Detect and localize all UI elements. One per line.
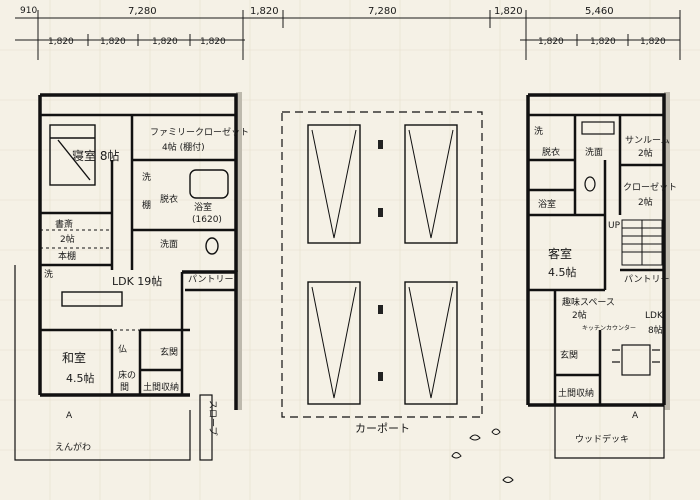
slope-outline bbox=[199, 394, 213, 461]
r-room-ldk: LDK bbox=[645, 311, 664, 321]
right-plan-interior-walls bbox=[528, 113, 664, 405]
room-bedroom: 寝室 8帖 bbox=[72, 148, 119, 163]
room-ldk: LDK 19帖 bbox=[112, 275, 162, 288]
room-washroom: 洗面 bbox=[160, 238, 178, 250]
room-study: 書斎 bbox=[55, 218, 73, 230]
wood-deck-outline bbox=[554, 405, 665, 459]
doodles bbox=[451, 428, 514, 483]
label-carport: カーポート bbox=[355, 422, 410, 435]
room-family-closet: ファミリークローゼット bbox=[150, 126, 249, 138]
engawa-outline bbox=[14, 265, 191, 461]
room-butsudan: 仏 bbox=[118, 344, 127, 355]
room-family-closet-size: 4帖 (棚付) bbox=[162, 141, 205, 153]
r-room-closet: クローゼット bbox=[623, 181, 677, 193]
room-study-size: 2帖 bbox=[60, 233, 75, 245]
bed-furniture bbox=[49, 124, 96, 186]
dim-sub-left-3: 1,820 bbox=[152, 37, 178, 47]
dim-sub-right-1: 1,820 bbox=[538, 37, 564, 47]
room-doma-storage: 土間収納 bbox=[143, 381, 179, 393]
r-label-up: UP bbox=[608, 221, 621, 231]
r-room-doma: 土間収納 bbox=[558, 387, 594, 399]
room-dressing: 脱衣 bbox=[160, 193, 178, 205]
r-room-hobby-size: 2帖 bbox=[572, 309, 587, 321]
room-wash-corner: 洗 bbox=[44, 268, 53, 280]
toilet-right bbox=[584, 176, 596, 192]
right-plan: 洗 脱衣 洗面 サンルーム 2帖 クローゼット 2帖 浴室 UP 客室 4.5帖… bbox=[526, 92, 677, 459]
r-room-guest-size: 4.5帖 bbox=[548, 266, 577, 279]
kitchen-island bbox=[61, 291, 123, 307]
r-room-closet-size: 2帖 bbox=[638, 196, 653, 208]
dim-sub-left-2: 1,820 bbox=[100, 37, 126, 47]
room-tokonoma: 床の bbox=[118, 369, 136, 381]
left-plan-shadow bbox=[236, 92, 242, 410]
r-room-guest: 客室 bbox=[548, 246, 572, 261]
dimension-labels: 910 7,280 1,820 7,280 1,820 5,460 1,820 … bbox=[20, 6, 666, 47]
r-room-sunroom-size: 2帖 bbox=[638, 147, 653, 159]
room-bath-size: (1620) bbox=[192, 215, 222, 225]
section-marker-a-right: A bbox=[632, 411, 639, 421]
dim-label-1820-mid-right: 1,820 bbox=[494, 6, 523, 17]
left-plan-interior-walls bbox=[40, 113, 236, 395]
r-room-washroom: 洗面 bbox=[585, 146, 603, 158]
room-bookshelf: 本棚 bbox=[58, 250, 76, 262]
r-room-pantry: パントリー bbox=[624, 274, 669, 285]
dim-sub-right-3: 1,820 bbox=[640, 37, 666, 47]
carport: カーポート bbox=[281, 111, 483, 435]
room-washitsu: 和室 bbox=[62, 350, 86, 365]
bathtub bbox=[189, 169, 229, 199]
r-label-counter: キッチンカウンター bbox=[582, 324, 636, 332]
r-room-bath: 浴室 bbox=[538, 198, 556, 210]
room-bath: 浴室 bbox=[194, 201, 212, 213]
toilet bbox=[205, 237, 219, 255]
dim-label-7280-left: 7,280 bbox=[128, 6, 157, 17]
r-room-ldk-size: 8帖 bbox=[648, 324, 663, 336]
room-entrance: 玄関 bbox=[160, 346, 178, 358]
room-washitsu-size: 4.5帖 bbox=[66, 372, 95, 385]
carport-outline bbox=[281, 111, 483, 418]
dining-table bbox=[612, 344, 660, 376]
dimension-lines bbox=[15, 10, 681, 60]
right-plan-shadow bbox=[664, 92, 670, 410]
room-tokonoma-2: 間 bbox=[120, 382, 129, 393]
dim-label-910: 910 bbox=[20, 6, 37, 16]
staircase bbox=[621, 219, 663, 266]
r-room-dressing: 脱衣 bbox=[542, 146, 560, 158]
r-room-wash-mark: 洗 bbox=[534, 125, 543, 137]
room-shelf: 棚 bbox=[142, 199, 151, 211]
room-wash-mark: 洗 bbox=[142, 171, 151, 183]
room-pantry: パントリー bbox=[188, 274, 233, 285]
section-marker-a-left: A bbox=[66, 411, 73, 421]
parking-arrows bbox=[311, 129, 454, 399]
wash-counter bbox=[581, 121, 615, 135]
right-plan-walls bbox=[526, 93, 666, 407]
dim-label-5460: 5,460 bbox=[585, 6, 614, 17]
r-room-sunroom: サンルーム bbox=[625, 135, 670, 146]
dim-sub-left-1: 1,820 bbox=[48, 37, 74, 47]
dim-sub-left-4: 1,820 bbox=[200, 37, 226, 47]
left-plan-walls bbox=[38, 93, 238, 410]
dim-label-7280-center: 7,280 bbox=[368, 6, 397, 17]
r-room-hobby: 趣味スペース bbox=[562, 296, 615, 308]
left-plan-dashed bbox=[40, 229, 180, 331]
left-plan: 寝室 8帖 ファミリークローゼット 4帖 (棚付) 書斎 2帖 本棚 洗 棚 脱… bbox=[14, 92, 249, 461]
dim-label-1820-mid-left: 1,820 bbox=[250, 6, 279, 17]
r-room-entrance: 玄関 bbox=[560, 349, 578, 361]
parking-spaces bbox=[307, 124, 458, 405]
carport-posts bbox=[378, 140, 383, 381]
label-slope: スロープ bbox=[207, 400, 218, 435]
label-engawa: えんがわ bbox=[55, 441, 91, 453]
dim-sub-right-2: 1,820 bbox=[590, 37, 616, 47]
r-label-wood-deck: ウッドデッキ bbox=[575, 433, 629, 445]
